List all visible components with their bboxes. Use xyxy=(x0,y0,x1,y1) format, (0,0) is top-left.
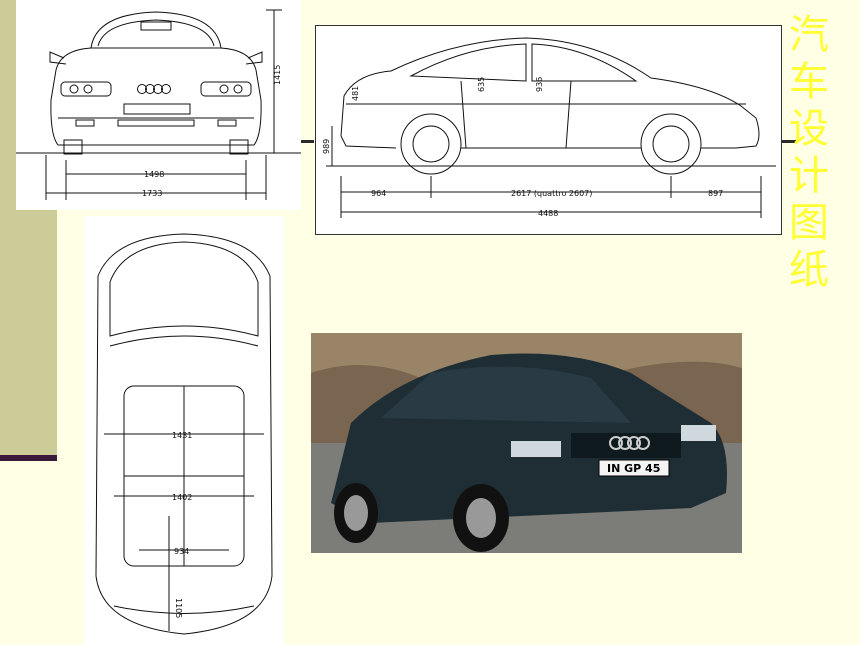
door-dim-label: 635 xyxy=(477,77,486,92)
title-char: 纸 xyxy=(789,247,829,293)
divider-line xyxy=(782,140,796,143)
width-dim-label: 1733 xyxy=(142,189,162,198)
rear-overhang-label: 897 xyxy=(708,189,723,198)
title-char: 图 xyxy=(789,200,829,246)
slide-title: 汽 车 设 计 图 纸 xyxy=(787,12,831,294)
height-dim-label: 989 xyxy=(322,139,331,154)
track-dim-label: 1498 xyxy=(144,170,164,179)
top-view-drawing: 1431 1402 934 1105 xyxy=(84,216,284,645)
trunk-dim-label: 481 xyxy=(351,86,360,101)
license-plate: IN GP 45 xyxy=(607,462,660,475)
title-char: 计 xyxy=(789,153,829,199)
divider-line xyxy=(300,140,314,143)
height-dim-label: 1415 xyxy=(273,65,282,85)
divider-line xyxy=(0,455,57,461)
side-view-drawing: 964 2617 (quattro 2607) 897 4488 989 481… xyxy=(315,25,782,235)
door-dim-label: 936 xyxy=(535,77,544,92)
length-trunk-label: 1105 xyxy=(174,598,183,618)
front-view-drawing: 1415 1498 1733 xyxy=(16,0,301,210)
length-label: 4488 xyxy=(538,209,558,218)
wheelbase-label: 2617 (quattro 2607) xyxy=(511,189,592,198)
title-char: 设 xyxy=(789,106,829,152)
width-rear-label: 1402 xyxy=(172,493,192,502)
front-overhang-label: 964 xyxy=(371,189,386,198)
car-photo: IN GP 45 xyxy=(311,333,742,553)
width-front-label: 1431 xyxy=(172,431,192,440)
title-char: 车 xyxy=(789,59,829,105)
title-char: 汽 xyxy=(789,12,829,58)
width-trunk-label: 934 xyxy=(174,547,189,556)
